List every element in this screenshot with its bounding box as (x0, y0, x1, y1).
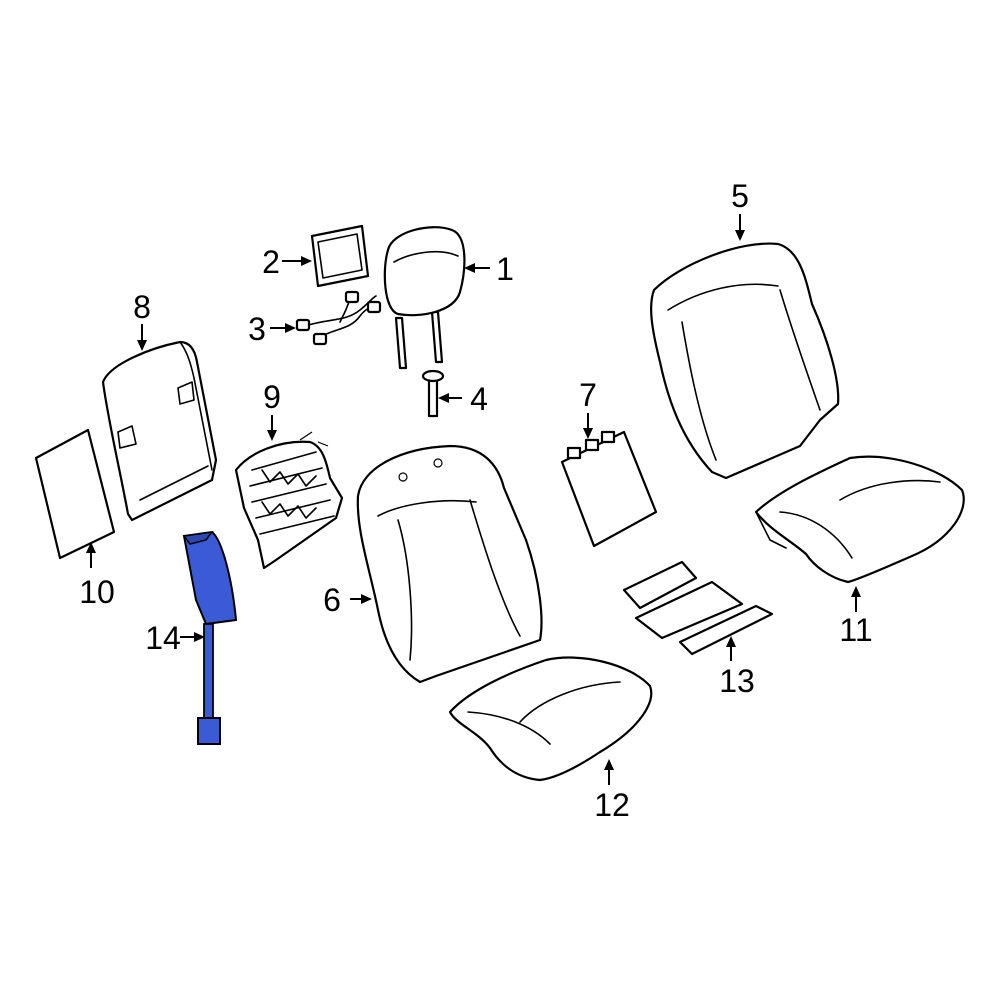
callout-labels: 1 2 3 4 5 6 7 8 9 10 11 12 13 14 (79, 178, 872, 823)
part-10-pad (34, 428, 116, 560)
callout-10: 10 (79, 574, 115, 610)
callout-6: 6 (323, 582, 341, 618)
callout-9: 9 (263, 379, 281, 415)
part-2-panel (310, 224, 370, 288)
leaders (86, 214, 861, 785)
part-13-pads (622, 560, 774, 656)
callout-4: 4 (470, 381, 488, 417)
part-14-sensor (182, 530, 238, 745)
callout-12: 12 (594, 787, 630, 823)
callout-1: 1 (496, 251, 514, 287)
part-11-cushion-pad (754, 455, 965, 584)
callout-13: 13 (719, 663, 755, 699)
callout-5: 5 (731, 178, 749, 214)
part-8-back-panel (101, 340, 218, 522)
callout-8: 8 (133, 289, 151, 325)
callout-11: 11 (839, 612, 872, 648)
part-6-back-cover (356, 444, 543, 684)
part-3-harness (295, 290, 382, 346)
callout-14: 14 (145, 620, 181, 656)
callout-2: 2 (262, 244, 280, 280)
part-12-cushion-cover (448, 656, 653, 782)
callout-7: 7 (579, 377, 597, 413)
part-9-frame (234, 431, 344, 570)
part-7-panel (560, 430, 658, 548)
part-5-back-trim (650, 242, 840, 480)
part-1-headrest (383, 226, 466, 370)
part-4-guide (421, 369, 445, 418)
callout-3: 3 (248, 311, 266, 347)
